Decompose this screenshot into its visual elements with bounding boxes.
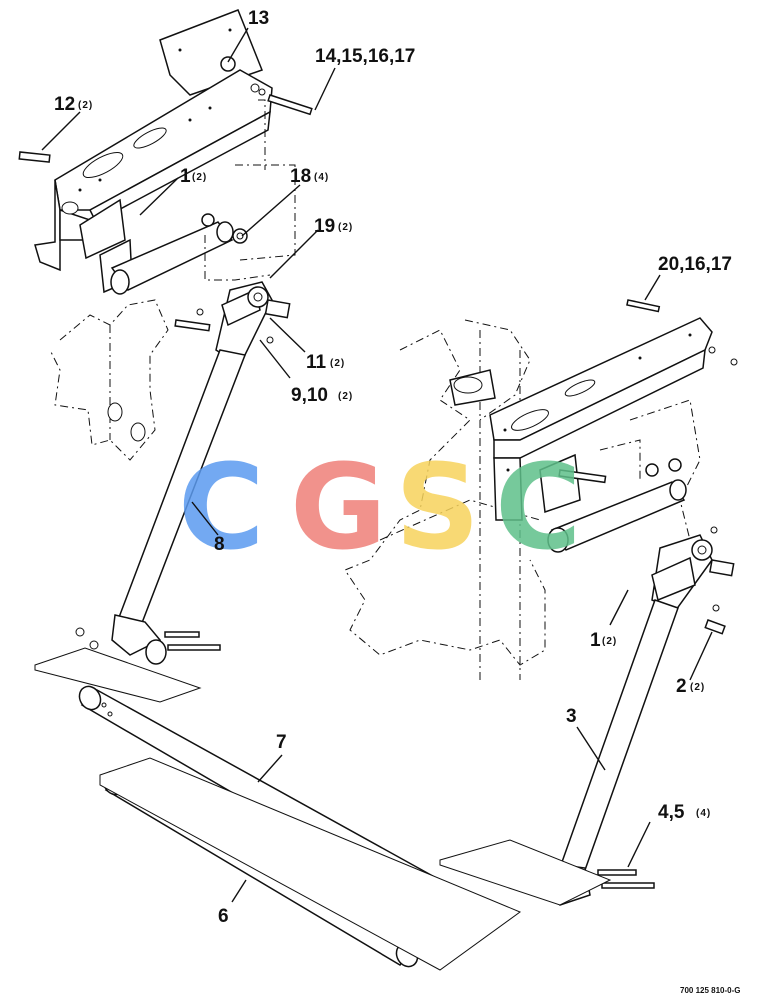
leader-lines bbox=[41, 27, 713, 903]
callout-4-5-qty: (4) bbox=[696, 808, 711, 819]
callout-20-16-17: 20,16,17 bbox=[658, 254, 732, 275]
callout-18-qty: (4) bbox=[314, 172, 329, 183]
right-frame-bracket bbox=[449, 299, 738, 553]
callout-14-15-16-17: 14,15,16,17 bbox=[315, 46, 415, 67]
callout-1-upper: 1 bbox=[180, 166, 191, 187]
callout-7: 7 bbox=[276, 732, 287, 753]
callout-11-qty: (2) bbox=[330, 358, 345, 369]
callout-18: 18 bbox=[290, 166, 311, 187]
left-support-arm bbox=[75, 281, 291, 665]
tube-ground-plate-outline bbox=[99, 757, 522, 971]
callout-9-10: 9,10 bbox=[291, 385, 328, 406]
document-number: 700 125 810-0-G bbox=[680, 986, 741, 995]
watermark-letter-c2: C bbox=[495, 438, 582, 576]
callout-2: 2 bbox=[676, 676, 687, 697]
callout-13: 13 bbox=[248, 8, 269, 29]
callout-19-qty: (2) bbox=[338, 222, 353, 233]
watermark-cgsc: C G S C bbox=[178, 438, 582, 576]
callout-19: 19 bbox=[314, 216, 335, 237]
left-frame-outline bbox=[49, 99, 296, 461]
callout-8: 8 bbox=[214, 534, 225, 555]
callout-4-5: 4,5 bbox=[658, 802, 685, 823]
left-upper-frame-bracket bbox=[18, 9, 313, 295]
callout-2-qty: (2) bbox=[690, 682, 705, 693]
watermark-letter-s: S bbox=[395, 438, 480, 576]
callout-12-qty: (2) bbox=[78, 100, 93, 111]
callout-11: 11 bbox=[306, 352, 327, 373]
left-ground-plate-outline bbox=[34, 647, 202, 703]
callout-1-lower-qty: (2) bbox=[602, 636, 617, 647]
right-ground-plate-outline bbox=[439, 839, 612, 906]
callout-1-upper-qty: (2) bbox=[192, 172, 207, 183]
callout-1-lower: 1 bbox=[590, 630, 601, 651]
callout-3: 3 bbox=[566, 706, 577, 727]
callout-12: 12 bbox=[54, 94, 75, 115]
watermark-letter-c1: C bbox=[178, 438, 265, 576]
watermark-letter-g: G bbox=[290, 438, 387, 576]
callout-9-10-qty: (2) bbox=[338, 391, 353, 402]
callout-labels: 13 14,15,16,17 12 (2) 1 (2) 18 (4) 19 (2… bbox=[54, 8, 732, 927]
callout-6: 6 bbox=[218, 906, 229, 927]
